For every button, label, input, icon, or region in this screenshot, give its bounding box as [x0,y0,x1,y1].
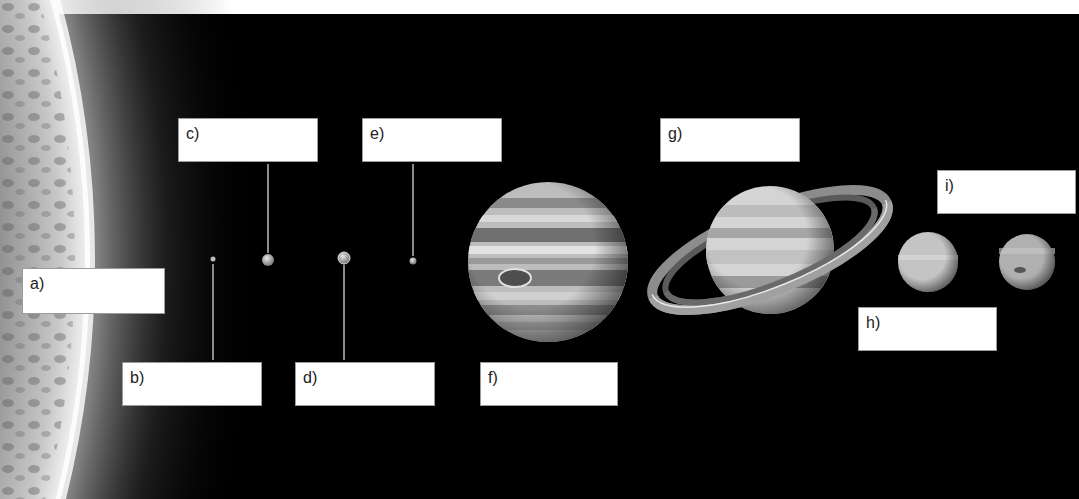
label-box: b) [122,362,262,406]
label-box: i) [937,170,1076,214]
label-box: h) [858,307,997,351]
label-box: c) [178,118,318,162]
label-letter: a) [23,269,164,293]
label-box: d) [295,362,435,406]
label-letter: d) [296,363,434,387]
label-box: a) [22,268,165,314]
label-letter: b) [123,363,261,387]
label-letter: i) [938,171,1075,195]
label-letter: e) [363,119,501,143]
label-box: g) [660,118,800,162]
label-letter: f) [481,363,617,387]
label-letter: g) [661,119,799,143]
label-box: f) [480,362,618,406]
label-letter: h) [859,308,996,332]
label-box: e) [362,118,502,162]
label-letter: c) [179,119,317,143]
